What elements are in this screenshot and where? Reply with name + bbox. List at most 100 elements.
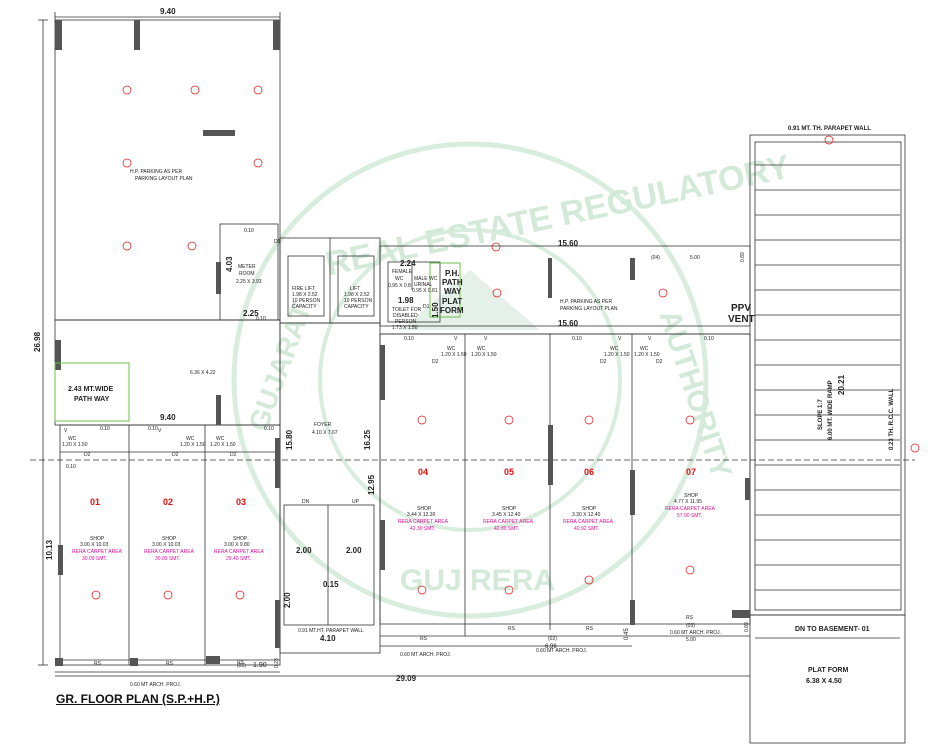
- shop-06: 06 SHOP 3.30 X 12.40 RERA CARPET AREA 40…: [563, 467, 614, 532]
- shop-03-label: SHOP: [233, 536, 248, 542]
- label-plat-form: PLAT FORM: [808, 667, 848, 674]
- label-d1-a: D1: [274, 239, 281, 245]
- dim-front-h: 0.45: [624, 628, 630, 640]
- label-wc-2: WC: [186, 436, 195, 442]
- dim-d-w2: 5.00: [690, 255, 700, 261]
- shop-04: 04 SHOP 3.44 X 12.30 RERA CARPET AREA 42…: [398, 467, 449, 532]
- label-ppv: PPV: [731, 303, 751, 314]
- label-v-1: V: [64, 428, 68, 434]
- shop-01-label: SHOP: [90, 536, 105, 542]
- label-d2-4: D2: [432, 359, 439, 365]
- rera-watermark: REAL ESTATE REGULATORY AUTHORITY GUJ RER…: [231, 141, 794, 619]
- label-ramp-width: 6.00 MT. WIDE RAMP: [828, 380, 834, 440]
- label-meter-room-2: ROOM: [239, 271, 255, 277]
- label-gap-meter-2: 0.10: [256, 316, 266, 322]
- label-arch-1: 0.60 MT ARCH. PROJ.: [130, 682, 181, 688]
- label-ph-path-2: PATH: [442, 278, 463, 287]
- dim-right-top: 2.24: [400, 259, 416, 268]
- shop-07-size: 4.77 X 11.95: [674, 499, 702, 505]
- label-hp-parking-right-2: PARKING LAYOUT PLAN: [560, 306, 618, 312]
- label-gap-s2: 0.10: [100, 426, 110, 432]
- label-foyer: FOYER: [314, 422, 332, 428]
- label-tag-03: (03): [686, 623, 695, 629]
- shop-07-rera: RERA CARPET AREA: [665, 506, 716, 512]
- label-toilet-size: 1.73 X 1.50: [392, 325, 418, 331]
- shop-05-rera: RERA CARPET AREA: [483, 519, 534, 525]
- dim-d-w: 1.90: [253, 662, 267, 669]
- dim-ramp-h: 0.89: [744, 622, 750, 632]
- dim-d-w3: 5.00: [686, 637, 696, 643]
- shop-04-area: 42.30 SMT.: [410, 526, 435, 532]
- shop-02-no: 02: [163, 497, 173, 507]
- label-wc-5-size: 1.20 X 1.50: [471, 352, 497, 358]
- label-parapet-top: 0.91 MT. TH. PARAPET WALL: [788, 126, 871, 132]
- label-up: UP: [352, 499, 360, 505]
- label-arch-4: 0.60 MT ARCH. PROJ.: [670, 630, 721, 636]
- label-ppv-2: VENT: [728, 314, 755, 325]
- label-d2-5: D2: [600, 359, 607, 365]
- shop-02-rera: RERA CARPET AREA: [144, 549, 195, 555]
- label-plat-form-size: 6.38 X 4.50: [806, 678, 842, 685]
- dim-stair-mid: 0.15: [323, 580, 339, 589]
- dim-top-width: 9.40: [160, 7, 176, 16]
- walls: [55, 20, 750, 666]
- shop-05-label: SHOP: [502, 506, 517, 512]
- label-gap-s5: 0.10: [404, 336, 414, 342]
- label-d2-3: D2: [230, 452, 237, 458]
- label-wc-6-size: 1.20 X 1.50: [604, 352, 630, 358]
- label-female-wc: FEMALE: [392, 269, 413, 275]
- column-markers: [91, 85, 920, 600]
- dim-stair-h: 2.00: [283, 592, 292, 608]
- label-hp-parking-2: PARKING LAYOUT PLAN: [135, 176, 193, 182]
- label-rs-1: RS: [94, 661, 102, 667]
- shop-04-no: 04: [418, 467, 428, 477]
- label-ramp-slope: SLOPE 1:7: [818, 399, 824, 430]
- dim-shops-height: 10.13: [45, 539, 54, 560]
- dim-foyer-h1: 15.80: [285, 429, 294, 450]
- label-tag-02: (02): [548, 636, 557, 642]
- label-ph-path: P.H.: [445, 269, 460, 278]
- shop-06-size: 3.30 X 12.40: [572, 512, 601, 518]
- plan-title: GR. FLOOR PLAN (S.P.+H.P.): [56, 692, 220, 706]
- shop-02-area: 30.09 SMT.: [155, 556, 180, 562]
- label-d2-2: D2: [172, 452, 179, 458]
- label-plat-small: PLAT: [442, 297, 462, 306]
- label-lift-cap: 10 PERSON: [344, 298, 372, 304]
- dim-front-w: 6.96: [545, 644, 557, 650]
- label-toilet-3: PERSON: [395, 319, 417, 325]
- label-gap-s7: 0.10: [704, 336, 714, 342]
- shop-03: 03 SHOP 3.00 X 9.80 RERA CARPET AREA 29.…: [214, 497, 265, 562]
- shop-03-area: 29.40 SMT.: [226, 556, 251, 562]
- shop-06-area: 40.92 SMT.: [574, 526, 599, 532]
- dim-stair-w1: 2.00: [296, 546, 312, 555]
- label-rs-6: RS: [586, 626, 594, 632]
- label-d2-6: D2: [656, 359, 663, 365]
- label-toilet-2: DISABLED: [393, 313, 418, 319]
- dim-lobby-w: 4.10: [320, 634, 336, 643]
- label-d2-1: D2: [84, 452, 91, 458]
- label-wc-4-size: 1.20 X 1.50: [441, 352, 467, 358]
- label-path-way-2: PATH WAY: [74, 396, 110, 403]
- dim-top-right-h: 0.89: [740, 252, 746, 262]
- label-male-wc-2: URINAL: [414, 282, 433, 288]
- dim-left-height: 26.98: [33, 331, 42, 352]
- shop-06-rera: RERA CARPET AREA: [563, 519, 614, 525]
- label-hp-parking: H.P. PARKING AS PER: [130, 169, 182, 175]
- label-meter-size: 2.25 X 3.93: [236, 279, 262, 285]
- label-wc-4: WC: [447, 346, 456, 352]
- label-foyer-size: 4.10 X 7.67: [312, 430, 338, 436]
- label-arch-2: 0.60 MT ARCH. PROJ.: [400, 652, 451, 658]
- label-wc-6: WC: [610, 346, 619, 352]
- label-gap-s1: 0.10: [66, 464, 76, 470]
- shop-05: 05 SHOP 3.45 X 12.40 RERA CARPET AREA 42…: [483, 467, 534, 532]
- label-fire-lift-size: 1.98 X 2.52: [292, 292, 318, 298]
- dim-foyer-h3: 12.95: [367, 474, 376, 495]
- label-wc-1: WC: [68, 436, 77, 442]
- dim-ph-h: 1.50: [431, 302, 440, 318]
- label-gap-meter: 0.10: [244, 228, 254, 234]
- shop-05-size: 3.45 X 12.40: [492, 512, 521, 518]
- label-tag-04: (04): [651, 255, 660, 261]
- label-tag-01: (01): [237, 663, 246, 669]
- label-plat-small-2: FORM: [440, 306, 464, 315]
